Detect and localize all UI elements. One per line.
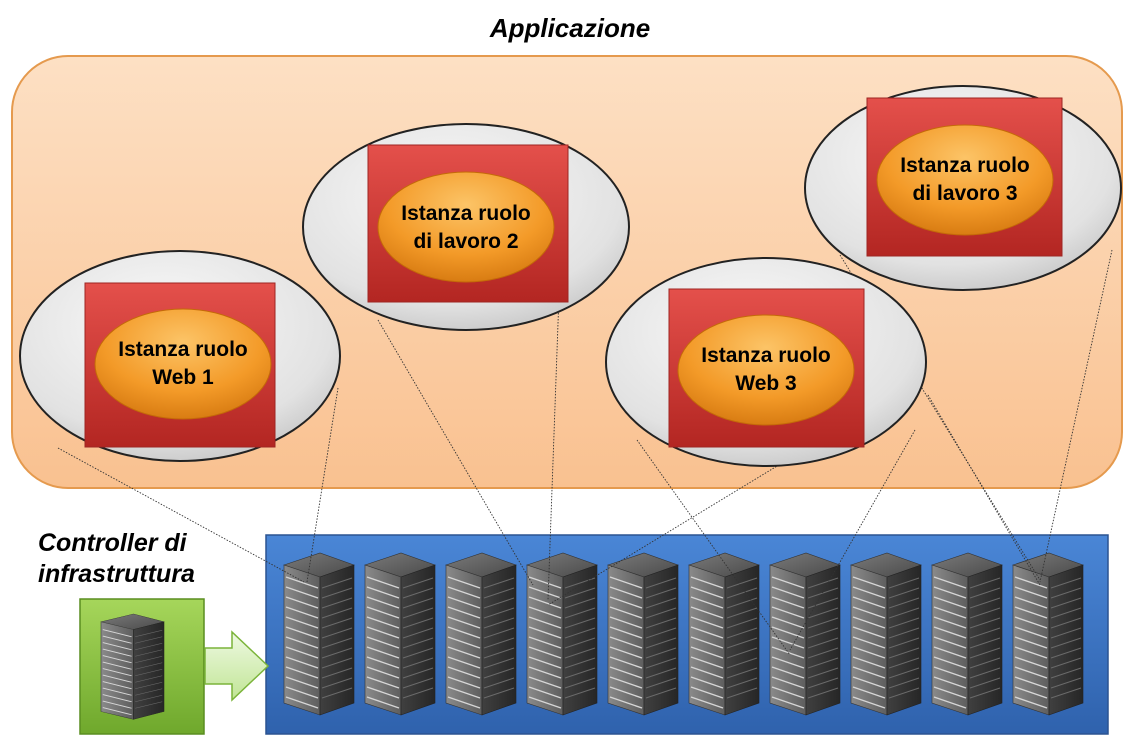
role-instance-lavoro-3: Istanza ruolo di lavoro 3 — [804, 85, 1122, 291]
role-label-line1: Istanza ruolo — [701, 344, 831, 367]
controller-label-line1: Controller di — [38, 529, 188, 557]
server-rack-icon — [769, 552, 841, 716]
server-rack-icon — [283, 552, 355, 716]
role-label-line2: Web 1 — [152, 366, 214, 389]
role-label-line1: Istanza ruolo — [401, 202, 531, 225]
server-rack-icon — [445, 552, 517, 716]
server-rack-icon — [688, 552, 760, 716]
server-rack-icon — [1012, 552, 1084, 716]
role-label-line2: di lavoro 2 — [413, 230, 518, 253]
role-ellipse — [876, 124, 1054, 236]
role-instance-lavoro-2: Istanza ruolo di lavoro 2 — [302, 123, 630, 331]
role-instance-web-1: Istanza ruolo Web 1 — [19, 250, 341, 462]
controller-label-line2: infrastruttura — [38, 560, 195, 588]
role-label-line1: Istanza ruolo — [900, 154, 1030, 177]
application-title: Applicazione — [489, 13, 650, 43]
role-ellipse — [677, 314, 855, 426]
server-rack-icon — [850, 552, 922, 716]
controller-server-icon — [100, 613, 165, 720]
arrow-right-icon — [204, 630, 270, 702]
server-rack-icon — [931, 552, 1003, 716]
role-label-line2: di lavoro 3 — [912, 182, 1017, 205]
role-ellipse — [94, 308, 272, 420]
role-label-line1: Istanza ruolo — [118, 338, 248, 361]
server-rack-icon — [526, 552, 598, 716]
server-rack-icon — [364, 552, 436, 716]
role-label-line2: Web 3 — [735, 372, 796, 395]
role-ellipse — [377, 171, 555, 283]
role-instance-web-3: Istanza ruolo Web 3 — [605, 257, 927, 467]
server-rack-icon — [607, 552, 679, 716]
